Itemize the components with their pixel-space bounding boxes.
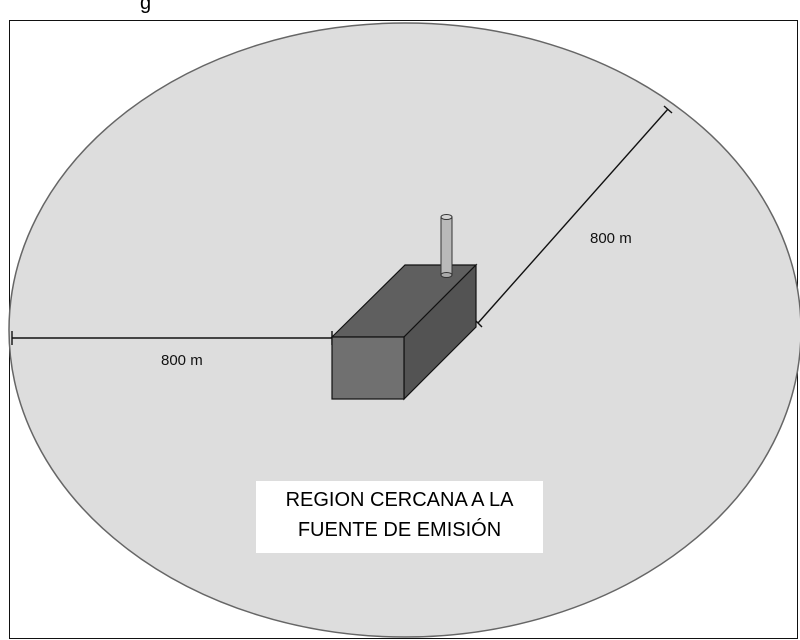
- emission-building: [330, 263, 478, 401]
- region-label-line-2: FUENTE DE EMISIÓN: [297, 519, 502, 541]
- region-label-box: REGION CERCANA A LA FUENTE DE EMISIÓN: [256, 481, 543, 553]
- diagonal-radius-line: [477, 108, 669, 324]
- diagonal-radius-edge-tick: [663, 105, 673, 114]
- horizontal-radius-label: 800 m: [161, 352, 203, 369]
- emission-stack: [440, 214, 453, 278]
- diagonal-radius-label: 800 m: [590, 230, 632, 247]
- stack-body: [440, 216, 453, 276]
- region-label-line-1: REGION CERCANA A LA: [285, 489, 514, 511]
- stack-base: [440, 272, 453, 278]
- top-partial-text: g: [140, 0, 152, 13]
- stack-top: [440, 214, 453, 220]
- building-front-face: [331, 336, 405, 400]
